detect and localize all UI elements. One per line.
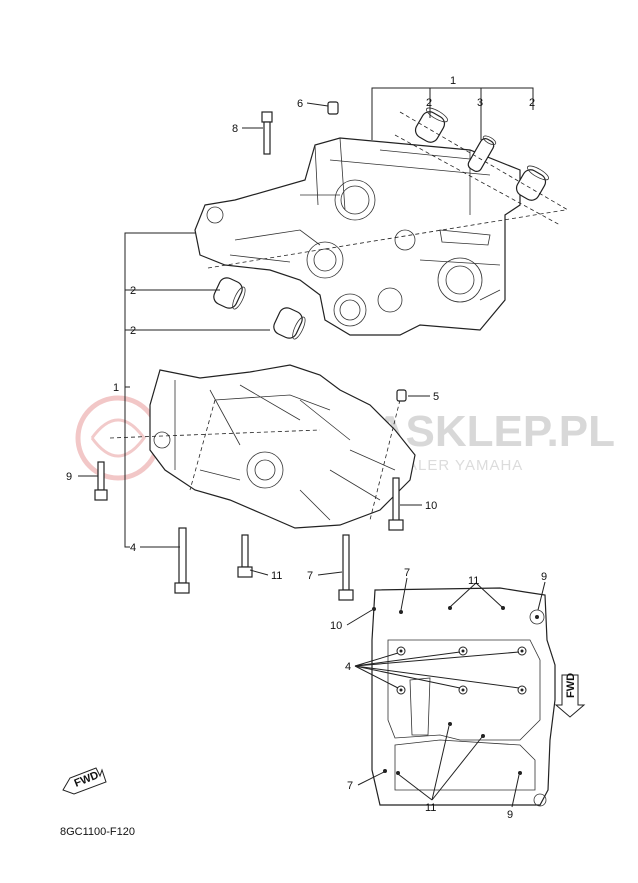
bolt-4 — [174, 527, 190, 594]
dowel-pin-5 — [396, 389, 407, 402]
callout-7-b: 7 — [404, 567, 410, 579]
fwd-arrow-inset: FWD — [554, 673, 586, 718]
callout-7-c: 7 — [347, 780, 353, 792]
callout-4-left: 4 — [130, 542, 136, 554]
callout-5: 5 — [433, 391, 439, 403]
bottom-view-inset: FWD — [346, 577, 586, 808]
bracket-1-left — [124, 232, 195, 548]
bolt-11 — [237, 534, 253, 578]
side-bushings — [213, 277, 306, 340]
lower-crankcase — [109, 364, 416, 529]
callout-9-b: 9 — [541, 571, 547, 583]
callout-10-b: 10 — [330, 620, 342, 632]
callout-3: 3 — [477, 97, 483, 109]
callout-1-left: 1 — [113, 382, 119, 394]
diagram-code: 8GC1100-F120 — [60, 826, 135, 838]
callout-2-a: 2 — [426, 97, 432, 109]
callout-6: 6 — [297, 98, 303, 110]
callout-11-c: 11 — [425, 802, 436, 814]
bolt-7 — [338, 534, 354, 601]
bracket-1-top — [371, 87, 534, 140]
callout-4-inset: 4 — [345, 661, 351, 673]
bolt-9 — [94, 461, 108, 501]
callout-2-d: 2 — [130, 325, 136, 337]
callout-9-a: 9 — [66, 471, 72, 483]
bolt-10 — [388, 477, 404, 531]
callout-7-a: 7 — [307, 570, 313, 582]
dowel-pin-6 — [327, 101, 339, 115]
callout-11-a: 11 — [271, 570, 282, 582]
callout-2-b: 2 — [529, 97, 535, 109]
upper-crankcase — [194, 137, 521, 336]
callout-2-c: 2 — [130, 285, 136, 297]
bolt-8 — [261, 111, 273, 155]
callout-9-c: 9 — [507, 809, 513, 821]
callout-1-top: 1 — [450, 75, 456, 87]
fwd-label-inset: FWD — [565, 673, 577, 698]
callout-10-a: 10 — [425, 500, 437, 512]
upper-bushings — [207, 107, 569, 269]
bolt-holes — [372, 606, 539, 775]
callout-8: 8 — [232, 123, 238, 135]
callout-11-b: 11 — [468, 575, 479, 587]
fwd-arrow-icon: FWD — [62, 767, 107, 795]
